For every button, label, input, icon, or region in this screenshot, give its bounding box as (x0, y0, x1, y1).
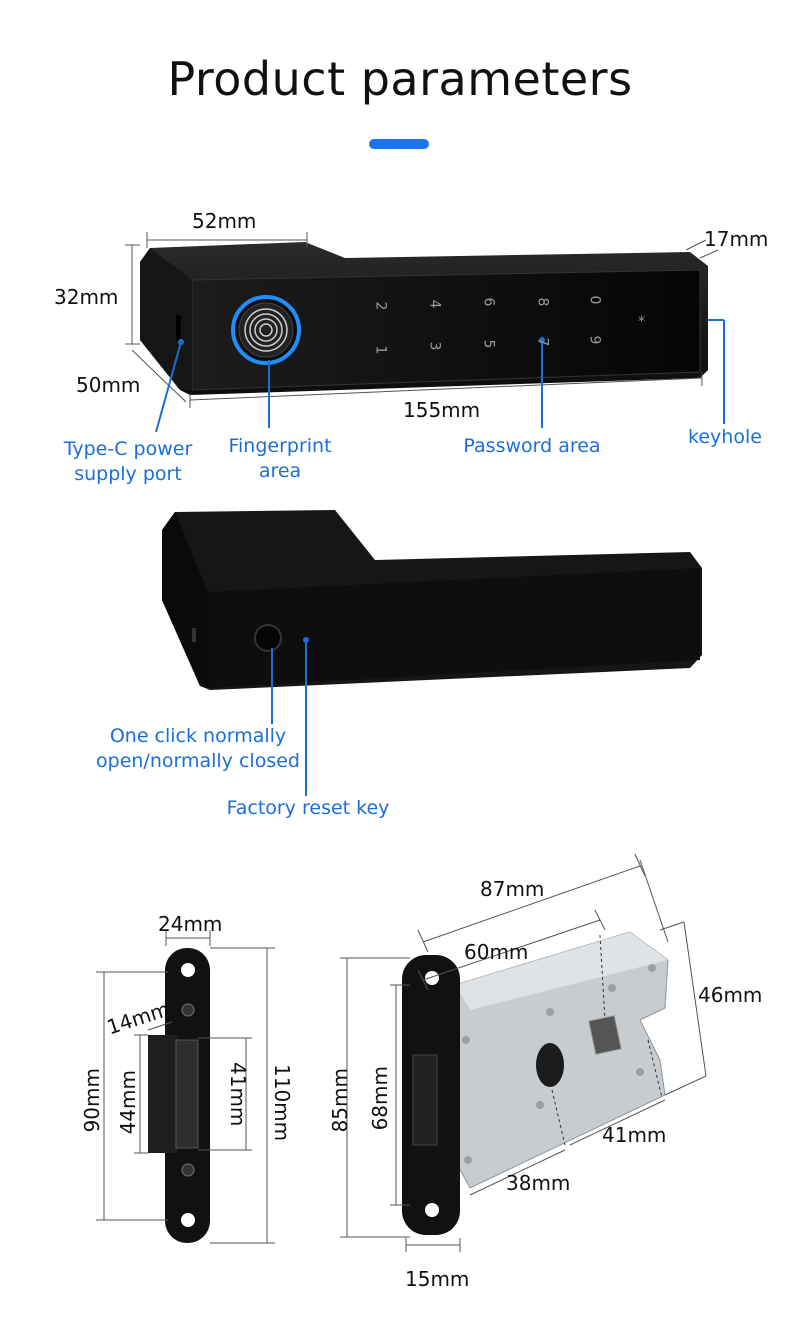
keypad: 2 4 6 8 0 * 1 3 5 7 9 (372, 296, 645, 358)
mortise-dim-body-height: 68mm (368, 1066, 392, 1131)
mortise-latch (412, 1054, 438, 1146)
factory-reset-dot (303, 637, 309, 643)
back-handle-drawing (162, 510, 702, 796)
dim-height: 32mm (54, 285, 119, 309)
one-click-button (254, 624, 282, 652)
title-underline (369, 139, 429, 149)
dim-width: 52mm (192, 209, 257, 233)
callout-type-c: Type-C power supply port (63, 438, 193, 485)
callout-keyhole: keyhole (688, 426, 762, 448)
strike-dim-height-total: 110mm (270, 1064, 294, 1142)
back-handle-face (208, 568, 700, 688)
mortise-dim-faceplate-height: 85mm (328, 1068, 352, 1133)
keypad-key: * (638, 314, 645, 330)
strike-dim-width: 24mm (158, 912, 223, 936)
dim-thickness: 17mm (704, 227, 769, 251)
strike-dim-slot: 41mm (226, 1062, 250, 1127)
mortise-dim-spindle-keyhole: 41mm (602, 1123, 667, 1147)
callout-password: Password area (463, 435, 601, 457)
dim-length: 155mm (403, 398, 481, 422)
type-c-port (176, 315, 181, 341)
front-handle-end (140, 248, 192, 390)
spindle-hole (588, 1015, 622, 1055)
mortise-dim-depth: 87mm (480, 877, 545, 901)
front-handle-drawing (125, 232, 725, 433)
strike-slot (175, 1039, 199, 1149)
mortise-dim-faceplate-width: 15mm (405, 1267, 470, 1291)
callout-fingerprint: Fingerprint area (228, 435, 332, 482)
mortise-dim-backset: 60mm (464, 940, 529, 964)
strike-box (148, 1035, 178, 1153)
mortise-top (455, 932, 668, 1010)
callout-one-click: One click normally open/normally closed (96, 725, 300, 772)
mortise-dim-height-body: 46mm (698, 983, 763, 1007)
callout-factory-reset: Factory reset key (226, 797, 390, 819)
cylinder-hole (536, 1043, 564, 1087)
page-title: Product parameters (167, 52, 633, 106)
mortise-dim-edge-spindle: 38mm (506, 1171, 571, 1195)
dim-depth: 50mm (76, 373, 141, 397)
